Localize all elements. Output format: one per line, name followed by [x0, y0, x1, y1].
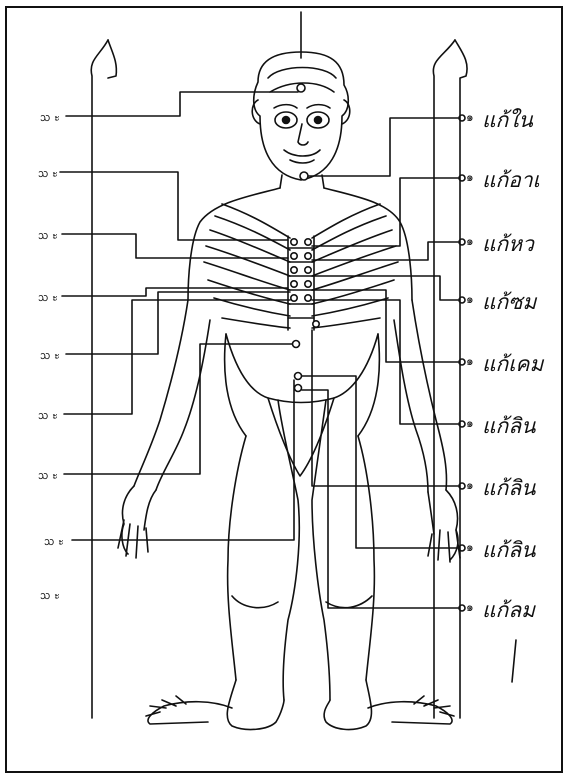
left-label-6: ᩈ ะ — [38, 406, 58, 425]
right-number-3: ๑ — [466, 232, 474, 251]
leader-r3 — [312, 242, 458, 260]
left-label-7: ᩈ ะ — [38, 466, 58, 485]
right-label-1: แก้ใน — [482, 104, 533, 137]
right-post — [433, 40, 455, 718]
left-label-9: ᩈ ะ — [40, 586, 60, 605]
left-label-1: ᩈ ะ — [40, 108, 60, 127]
leader-2 — [60, 172, 288, 240]
right-number-4: ๑ — [466, 290, 474, 309]
right-shoulder — [324, 188, 412, 300]
leader-8 — [72, 380, 294, 540]
leader-7 — [64, 344, 292, 474]
left-label-4: ᩈ ะ — [38, 288, 58, 307]
right-label-6: แก้ลิน — [482, 410, 535, 443]
right-label-2: แก้อาเ — [482, 164, 540, 197]
right-number-8: ๑ — [466, 538, 474, 557]
leader-r2 — [312, 178, 458, 246]
leader-r1 — [308, 118, 458, 176]
right-label-8: แก้ลิน — [482, 534, 535, 567]
left-label-8: ᩈ ะ — [44, 532, 64, 551]
right-number-7: ๑ — [466, 476, 474, 495]
right-label-3: แก้หว — [482, 228, 534, 261]
left-label-5: ᩈ ะ — [40, 346, 60, 365]
left-label-3: ᩈ ะ — [38, 226, 58, 245]
right-number-5: ๑ — [466, 352, 474, 371]
right-label-4: แก้ซม — [482, 286, 536, 319]
right-label-7: แก้ลิน — [482, 472, 535, 505]
right-number-1: ๑ — [466, 108, 474, 127]
leader-r7 — [312, 330, 458, 486]
right-number-2: ๑ — [466, 168, 474, 187]
leader-r4 — [312, 276, 458, 300]
left-post — [91, 40, 108, 718]
leader-1 — [66, 92, 298, 116]
head-outline — [254, 52, 349, 180]
right-number-6: ๑ — [466, 414, 474, 433]
right-label-5: แก้เคม — [482, 348, 543, 381]
left-label-2: ᩈ ะ — [38, 164, 58, 183]
right-number-9: ๑ — [466, 598, 474, 617]
right-label-9: แก้ลม — [482, 594, 535, 627]
